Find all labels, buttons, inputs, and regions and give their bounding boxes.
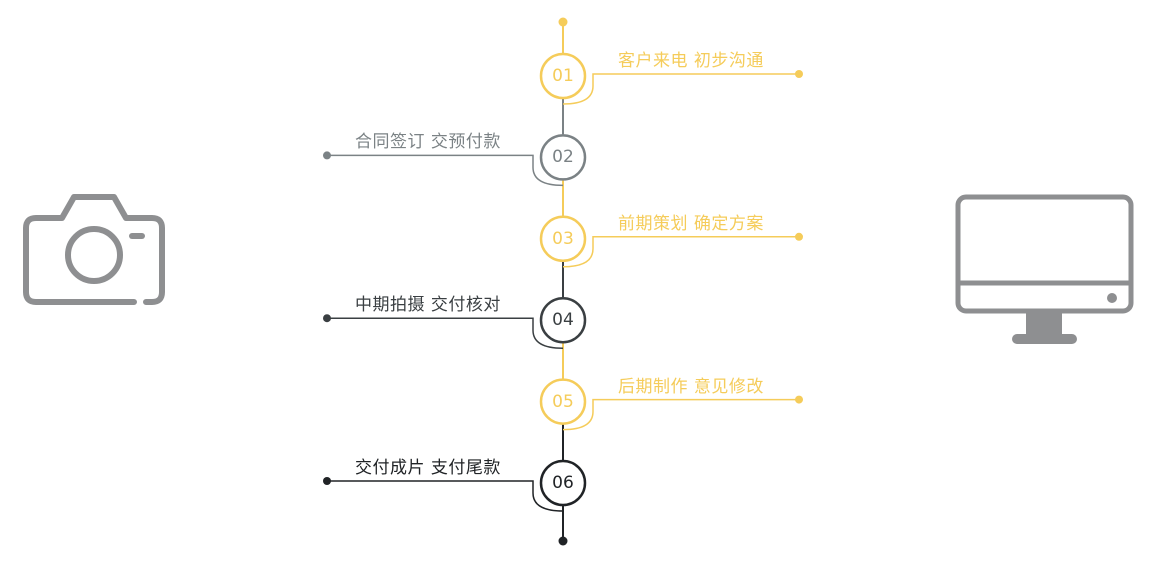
step-number: 04 (552, 310, 574, 331)
timeline-end-dot (558, 536, 568, 546)
step-leader (562, 236, 799, 268)
step-label: 交付成片 支付尾款 (355, 458, 501, 478)
step-label: 前期策划 确定方案 (618, 213, 764, 234)
step-end-dot (323, 151, 331, 160)
step-circle (539, 134, 587, 181)
step-number: 03 (552, 228, 574, 249)
step-circle (539, 52, 587, 100)
step-circle (539, 296, 587, 344)
step-end-dot (323, 314, 331, 323)
step-number: 02 (552, 147, 574, 168)
step-label: 客户来电 初步沟通 (618, 51, 764, 71)
step-end-dot (795, 70, 803, 78)
step-number: 06 (552, 473, 574, 493)
step-label: 合同签订 交预付款 (355, 132, 501, 153)
step-circle (539, 215, 587, 263)
step-end-dot (795, 395, 803, 404)
step-label: 后期制作 意见修改 (618, 376, 764, 397)
step-number: 01 (552, 66, 574, 86)
step-leader (327, 154, 564, 187)
step-end-dot (795, 232, 803, 241)
step-circle (539, 459, 587, 507)
step-end-dot (323, 477, 331, 485)
step-circle (539, 378, 587, 425)
step-leader (562, 398, 799, 431)
step-number: 05 (552, 391, 574, 412)
step-leader (562, 73, 799, 105)
camera-icon (23, 194, 165, 305)
step-leader (327, 317, 564, 349)
timeline-start-dot (558, 17, 568, 27)
step-leader (327, 480, 564, 512)
step-label: 中期拍摄 交付核对 (355, 295, 501, 316)
monitor-icon (955, 194, 1134, 344)
